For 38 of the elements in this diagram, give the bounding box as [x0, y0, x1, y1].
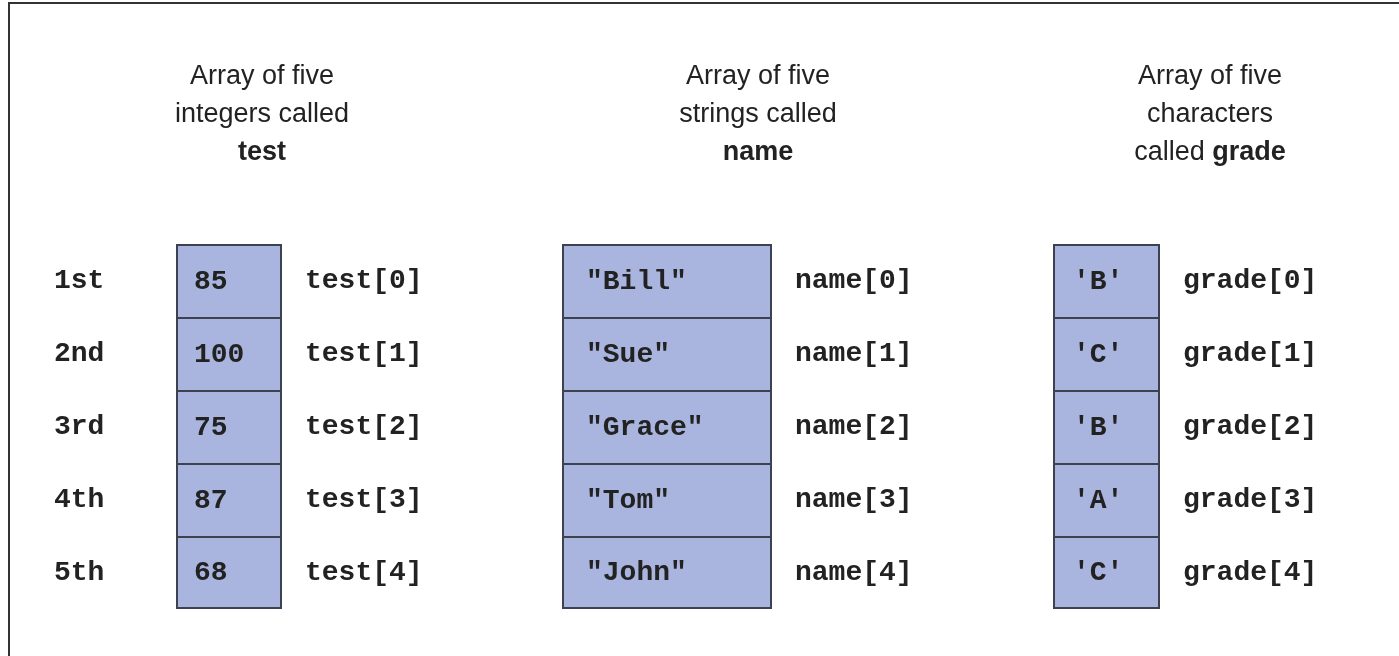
array-element-cell: "John": [562, 536, 772, 609]
ordinal-label: 4th: [54, 483, 105, 517]
index-label: test[2]: [305, 410, 423, 444]
ordinal-label: 5th: [54, 556, 105, 590]
index-label: name[3]: [795, 483, 913, 517]
array-element-cell: "Tom": [562, 463, 772, 538]
ordinal-label: 1st: [54, 264, 105, 298]
array-heading: Array of five strings called name: [678, 59, 838, 168]
array-heading: Array of five characters called grade: [1133, 59, 1287, 168]
index-label: grade[2]: [1183, 410, 1318, 444]
array-element-cell: 'B': [1053, 390, 1160, 465]
array-element-cell: 87: [176, 463, 282, 538]
index-label: name[4]: [795, 556, 913, 590]
array-element-cell: 100: [176, 317, 282, 392]
array-element-cell: 85: [176, 244, 282, 319]
ordinal-label: 2nd: [54, 337, 105, 371]
index-label: test[4]: [305, 556, 423, 590]
index-label: test[0]: [305, 264, 423, 298]
index-label: test[3]: [305, 483, 423, 517]
index-label: grade[0]: [1183, 264, 1318, 298]
array-heading: Array of five integers called test: [173, 59, 351, 168]
index-label: grade[4]: [1183, 556, 1318, 590]
index-label: name[2]: [795, 410, 913, 444]
index-label: grade[1]: [1183, 337, 1318, 371]
array-element-cell: "Bill": [562, 244, 772, 319]
ordinal-label: 3rd: [54, 410, 105, 444]
array-element-cell: 'A': [1053, 463, 1160, 538]
array-element-cell: 'B': [1053, 244, 1160, 319]
array-element-cell: 'C': [1053, 536, 1160, 609]
array-element-cell: 68: [176, 536, 282, 609]
array-element-cell: 'C': [1053, 317, 1160, 392]
index-label: grade[3]: [1183, 483, 1318, 517]
array-element-cell: "Sue": [562, 317, 772, 392]
index-label: test[1]: [305, 337, 423, 371]
array-element-cell: "Grace": [562, 390, 772, 465]
array-element-cell: 75: [176, 390, 282, 465]
index-label: name[1]: [795, 337, 913, 371]
index-label: name[0]: [795, 264, 913, 298]
